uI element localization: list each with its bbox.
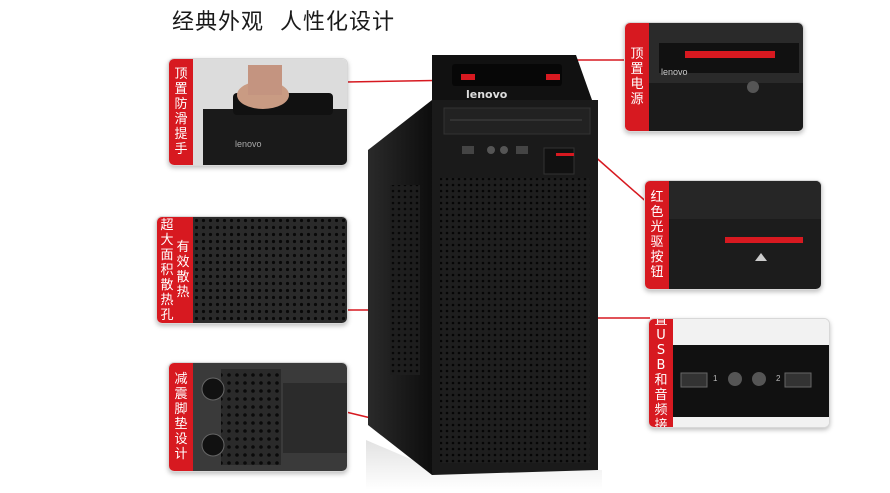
- callout-vents-label: 超大面积散热孔有效散热: [157, 217, 193, 323]
- callout-ports: 前置USB和音频接口 1 2: [648, 318, 830, 428]
- callout-vents: 超大面积散热孔有效散热: [156, 216, 348, 324]
- brand-logo: lenovo: [466, 88, 508, 101]
- callout-feet: 减震脚垫设计: [168, 362, 348, 472]
- callout-power-label: 顶置电源: [625, 23, 649, 131]
- eject-photo: [669, 181, 821, 289]
- callout-ports-label: 前置USB和音频接口: [649, 319, 673, 427]
- callout-feet-label: 减震脚垫设计: [169, 363, 193, 471]
- usb-port-2-number: 2: [776, 374, 781, 383]
- callout-eject: 红色光驱按钮: [644, 180, 822, 290]
- callout-handle-label: 顶置防滑提手: [169, 59, 193, 165]
- callout-handle: 顶置防滑提手 lenovo: [168, 58, 348, 166]
- handle-photo-brand: lenovo: [235, 139, 262, 149]
- usb-port-1-number: 1: [713, 374, 718, 383]
- callout-eject-label: 红色光驱按钮: [645, 181, 669, 289]
- handle-photo: lenovo: [193, 59, 347, 165]
- power-photo: lenovo: [649, 23, 803, 131]
- page-title: 经典外观 人性化设计: [172, 10, 395, 35]
- vents-photo: [193, 217, 347, 323]
- power-photo-brand: lenovo: [661, 67, 688, 77]
- feet-photo: [193, 363, 347, 471]
- callout-power: 顶置电源 lenovo: [624, 22, 804, 132]
- desktop-tower: [366, 55, 602, 490]
- ports-photo: 1 2: [673, 319, 829, 427]
